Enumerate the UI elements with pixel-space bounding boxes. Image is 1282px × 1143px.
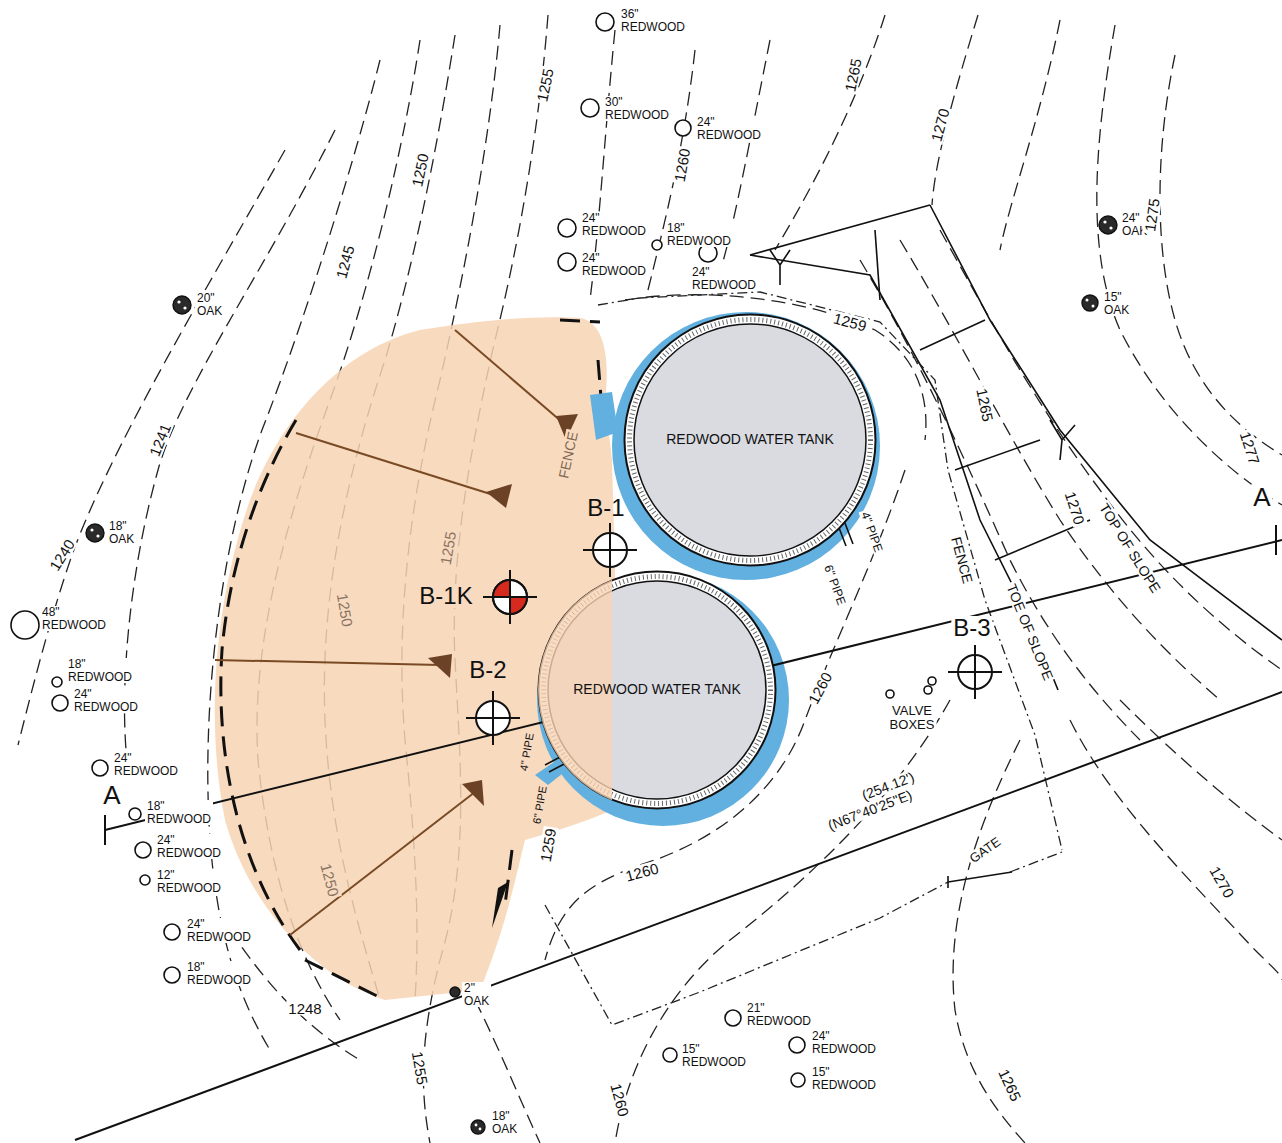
contour-label: 1260 — [805, 668, 836, 708]
contour-label: 1270 — [1206, 862, 1238, 902]
tree-label: 12" REDWOOD — [155, 869, 223, 894]
tree-label: 24" REDWOOD — [810, 1030, 878, 1055]
section-label: A — [101, 782, 122, 808]
contour-label: 1240 — [46, 535, 79, 575]
contour-label: 1265 — [974, 385, 996, 425]
contour-label: 1260 — [671, 145, 692, 184]
tree-label: 2" OAK — [462, 982, 491, 1007]
tree-label: 48" REDWOOD — [40, 606, 108, 631]
tree-label: 36" REDWOOD — [619, 8, 687, 33]
water-tank: REDWOOD WATER TANK — [623, 313, 877, 567]
tree-label: 24" REDWOOD — [155, 834, 223, 859]
tree-label: 18" REDWOOD — [145, 800, 213, 825]
boring-label: B-3 — [951, 616, 992, 640]
tree-label: 24" REDWOOD — [72, 688, 140, 713]
tree-label: 18" REDWOOD — [66, 658, 134, 683]
tree-label: 18" OAK — [107, 520, 136, 545]
study-area — [215, 317, 615, 1000]
tree-label: 20" OAK — [195, 292, 224, 317]
boring-label: B-1K — [417, 584, 474, 608]
tank-wall-stipple — [630, 320, 871, 561]
note-label: 4" PIPE — [518, 730, 536, 773]
gate-symbol — [948, 872, 1012, 888]
contour-label: 1255 — [409, 1048, 430, 1087]
tree-label: 15" REDWOOD — [680, 1043, 748, 1068]
contour-label: 1245 — [333, 242, 357, 282]
contour-label: 1259 — [537, 825, 558, 864]
boring-label: B-2 — [467, 658, 508, 682]
contour-label: 1255 — [534, 65, 556, 105]
contour-label: 1250 — [318, 860, 342, 900]
tree-label: 24" REDWOOD — [580, 252, 648, 277]
note-label: FENCE — [556, 428, 580, 481]
boring-label: B-1 — [585, 496, 626, 520]
contour-label: 1241 — [146, 420, 174, 460]
note-label: GATE — [966, 834, 1005, 867]
redwood-trees — [11, 13, 805, 1087]
tree-label: 24" REDWOOD — [695, 116, 763, 141]
tree-label: 24" REDWOOD — [690, 266, 758, 291]
tank-name: REDWOOD WATER TANK — [666, 432, 833, 447]
tree-label: 24" REDWOOD — [185, 918, 253, 943]
tank-text-box: REDWOOD WATER TANK — [537, 570, 777, 810]
contour-label: 1250 — [409, 150, 431, 190]
contour-label: 1260 — [622, 860, 662, 884]
contour-label: 1259 — [830, 310, 870, 334]
contour-label: 1255 — [437, 528, 458, 567]
tree-label: 15" REDWOOD — [810, 1066, 878, 1091]
note-label: VALVE BOXES — [888, 704, 937, 733]
tree-label: 24" REDWOOD — [112, 752, 180, 777]
tree-label: 30" REDWOOD — [603, 96, 671, 121]
tree-label: 18" REDWOOD — [185, 961, 253, 986]
tank-wall — [625, 315, 876, 566]
tank-text-box: REDWOOD WATER TANK — [623, 313, 877, 567]
oak-trees — [86, 216, 1117, 1134]
tank-floor — [634, 324, 866, 556]
contour-label: 1265 — [995, 1065, 1024, 1105]
valve-boxes — [886, 677, 936, 698]
note-label: TOE OF SLOPE — [1004, 580, 1057, 684]
tree-label: 18" REDWOOD — [665, 222, 733, 247]
tree-label: 24" REDWOOD — [580, 212, 648, 237]
blue-water — [535, 312, 880, 826]
tank-name: REDWOOD WATER TANK — [573, 682, 740, 697]
contour-label: 1260 — [608, 1080, 632, 1120]
note-label: TOP OF SLOPE — [1096, 499, 1164, 596]
contour-label: 1270 — [1062, 488, 1088, 528]
tree-label: 18" OAK — [490, 1110, 519, 1135]
contour-label: 1277 — [1237, 428, 1263, 468]
contour-label: 1270 — [928, 105, 952, 145]
contour-label: 1248 — [286, 1001, 323, 1016]
contour-lines — [18, 15, 1282, 1143]
tree-label: 15" OAK — [1102, 291, 1131, 316]
section-and-property-lines — [75, 525, 1282, 1140]
tree-label: 21" REDWOOD — [745, 1002, 813, 1027]
section-label: A — [1251, 484, 1272, 510]
water-tank: REDWOOD WATER TANK — [537, 570, 777, 810]
note-label: 6" PIPE — [531, 783, 549, 826]
note-label: FENCE — [949, 533, 976, 586]
note-label: 6" PIPE — [822, 562, 849, 609]
note-label: 4" PIPE — [859, 509, 886, 556]
contour-label: 1275 — [1142, 195, 1162, 234]
radial-lines — [215, 330, 578, 935]
contour-label: 1250 — [334, 590, 355, 629]
contour-label: 1265 — [842, 55, 864, 95]
